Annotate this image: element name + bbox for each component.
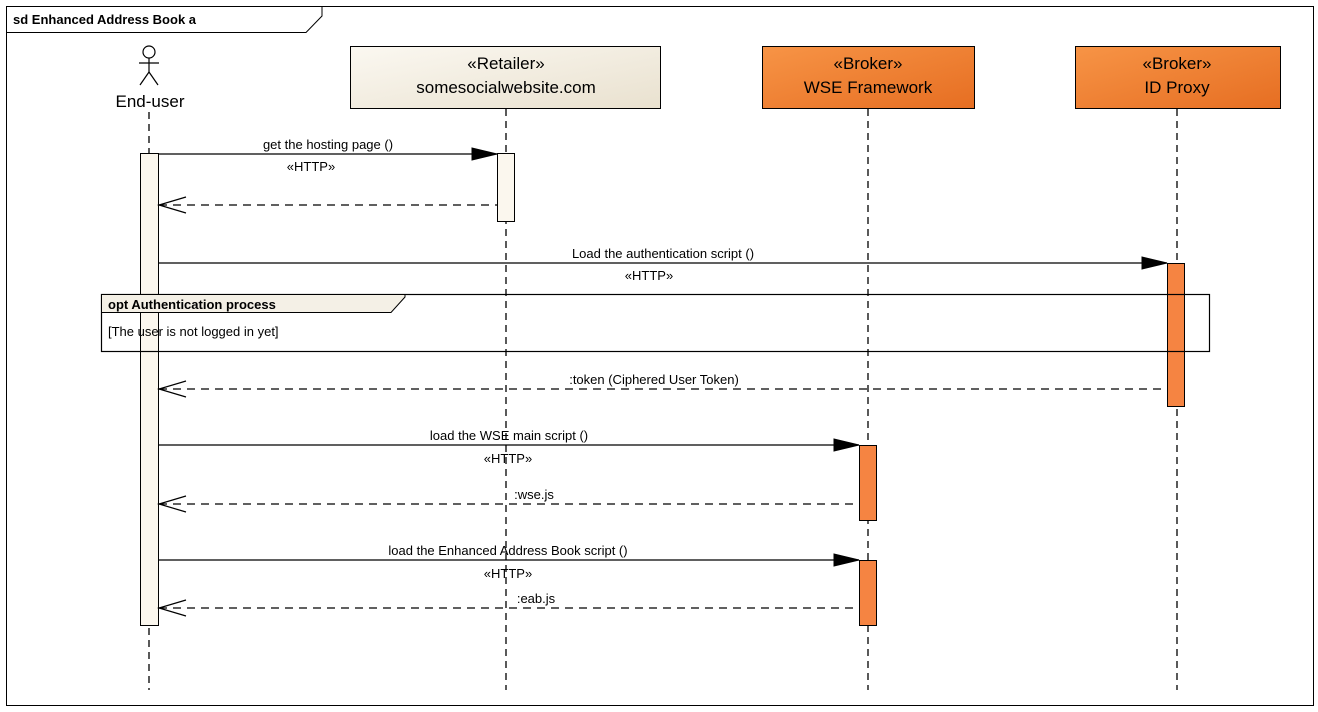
activation-id-proxy [1167, 263, 1185, 407]
fragment-title: opt Authentication process [108, 297, 276, 312]
message-label: load the Enhanced Address Book script () [388, 543, 627, 558]
arrowhead-filled-icon [1141, 256, 1168, 270]
lifeline-name: ID Proxy [1144, 78, 1210, 97]
arrowhead-filled-icon [471, 147, 498, 161]
activation-wse-framework-2 [859, 560, 877, 626]
actor-name: End-user [116, 92, 185, 111]
fragment-guard: [The user is not logged in yet] [108, 324, 279, 339]
arrowhead-filled-icon [833, 553, 860, 567]
lifeline-head-id-proxy[interactable]: «Broker» ID Proxy [1075, 46, 1281, 109]
activation-wse-framework-1 [859, 445, 877, 521]
actor-end-user[interactable]: End-user [116, 45, 185, 111]
message-label: :wse.js [514, 487, 554, 502]
message-stereotype: «HTTP» [484, 451, 532, 466]
arrowhead-open-icon [156, 196, 187, 214]
arrowhead-open-icon [156, 380, 187, 398]
diagram-frame [6, 6, 1314, 706]
lifeline-stereotype: «Broker» [1143, 54, 1212, 73]
actor-stick-figure-icon [139, 45, 159, 86]
frame-title: sd Enhanced Address Book a [13, 12, 197, 27]
arrowhead-open-icon [156, 495, 187, 513]
lifeline-name: WSE Framework [804, 78, 933, 97]
opt-fragment[interactable]: opt Authentication process [The user is … [100, 293, 1211, 353]
message-label: Load the authentication script () [572, 246, 754, 261]
activation-retailer [497, 153, 515, 222]
lifeline-name: somesocialwebsite.com [416, 78, 596, 97]
lifeline-head-retailer[interactable]: «Retailer» somesocialwebsite.com [350, 46, 661, 109]
message-label: get the hosting page () [263, 137, 393, 152]
arrowhead-open-icon [156, 599, 187, 617]
message-stereotype: «HTTP» [287, 159, 335, 174]
lifeline-head-wse-framework[interactable]: «Broker» WSE Framework [762, 46, 975, 109]
message-label: :eab.js [517, 591, 556, 606]
frame-title-tab [6, 6, 323, 33]
message-label: load the WSE main script () [430, 428, 588, 443]
message-label: :token (Ciphered User Token) [569, 372, 739, 387]
arrowhead-filled-icon [833, 438, 860, 452]
lifeline-stereotype: «Retailer» [467, 54, 545, 73]
message-stereotype: «HTTP» [484, 566, 532, 581]
lifeline-stereotype: «Broker» [834, 54, 903, 73]
activation-end-user [140, 153, 159, 626]
fragment-title-tab [101, 294, 406, 313]
message-stereotype: «HTTP» [625, 268, 673, 283]
